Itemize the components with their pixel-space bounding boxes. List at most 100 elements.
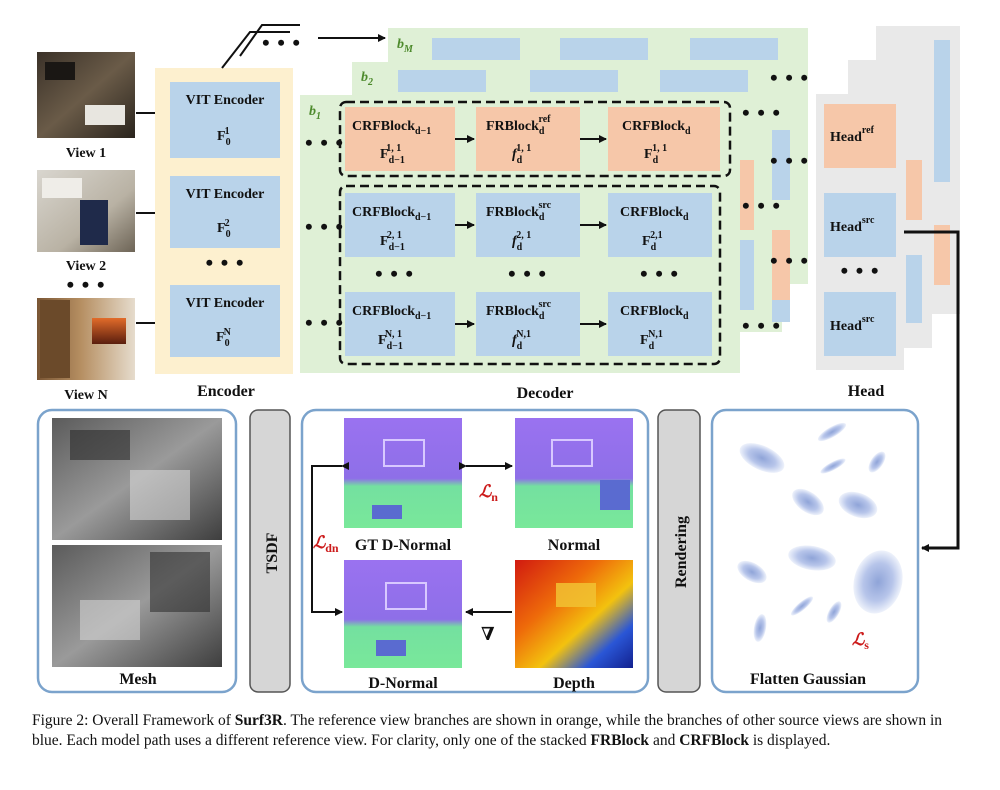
svg-text:Headsrc: Headsrc (830, 215, 875, 235)
view-1-photo-detail (85, 105, 125, 125)
svg-text:• • •: • • • (770, 148, 809, 173)
nabla-symbol: ∇ (481, 624, 495, 644)
svg-text:• • •: • • • (305, 214, 344, 239)
svg-text:VIT Encoder: VIT Encoder (186, 296, 265, 311)
svg-text:CRFBlockd: CRFBlockd (620, 304, 689, 322)
svg-text:VIT Encoder: VIT Encoder (186, 93, 265, 108)
view-1-label: View 1 (66, 146, 106, 161)
encoder-branch-arrows: • • • (221, 24, 386, 69)
view-n-label: View N (64, 388, 107, 403)
caption-text: . The reference view branches are shown … (32, 712, 943, 749)
svg-text:CRFBlockd−1: CRFBlockd−1 (352, 119, 431, 137)
normals-panel: GT D-Normal Normal D-Normal Depth ℒn ℒdn… (300, 408, 650, 694)
svg-text:• • •: • • • (742, 100, 781, 125)
views-ellipsis: • • • (66, 272, 105, 297)
dnormal-image: D-Normal (344, 560, 462, 692)
source-branch-group (338, 184, 722, 366)
caption-bold-frblock: FRBlock (590, 732, 650, 749)
svg-text:D-Normal: D-Normal (368, 675, 438, 692)
figure-caption: Figure 2: Overall Framework of Surf3R. T… (32, 711, 970, 751)
svg-text:Rendering: Rendering (673, 516, 690, 588)
crfblock-prev-src-2: CRFBlockd−1 Fd−12, 1 (345, 193, 455, 257)
flatten-gaussian-panel: ℒs Flatten Gaussian (710, 408, 920, 694)
view-2-photo-detail (42, 178, 82, 198)
svg-text:• • •: • • • (262, 30, 301, 55)
view-1-photo-detail (45, 62, 75, 80)
frblock-src-n: FRBlockdsrc fdN,1 (476, 292, 580, 356)
svg-text:Fd1, 1: Fd1, 1 (644, 143, 667, 166)
encoder-feature-1: F01 (217, 126, 231, 148)
svg-text:CRFBlockd: CRFBlockd (622, 119, 691, 137)
svg-text:• • •: • • • (375, 261, 414, 286)
crfblock-src-2: CRFBlockd Fd2,1 (608, 193, 712, 257)
encoder-feature-n: F0N (216, 327, 232, 349)
caption-text: is displayed. (748, 732, 831, 749)
input-view-2: View 2 (37, 170, 135, 274)
svg-text:• • •: • • • (508, 261, 547, 286)
vit-encoder-block-n: VIT Encoder F0N (170, 285, 280, 357)
loss-dn: ℒdn (313, 533, 339, 555)
flatten-gaussian-label: Flatten Gaussian (750, 671, 866, 688)
decoder-label: Decoder (517, 385, 574, 402)
svg-text:Normal: Normal (548, 537, 601, 554)
loss-s: ℒs (852, 630, 869, 652)
svg-text:Fd2,1: Fd2,1 (642, 230, 663, 253)
encoder-feature-2: F02 (217, 218, 231, 240)
svg-text:fdN,1: fdN,1 (512, 329, 531, 352)
svg-text:FRBlockdref: FRBlockdref (486, 114, 551, 137)
encoder-ellipsis: • • • (205, 250, 244, 275)
svg-text:TSDF: TSDF (264, 532, 281, 573)
rendering-bar: Rendering (657, 409, 701, 693)
svg-text:b2: b2 (361, 70, 373, 88)
svg-text:bM: bM (397, 37, 414, 55)
view-2-photo-detail (80, 200, 108, 245)
svg-text:Headsrc: Headsrc (830, 314, 875, 334)
svg-text:VIT Encoder: VIT Encoder (186, 187, 265, 202)
caption-text: Figure 2: Overall Framework of (32, 712, 235, 729)
input-view-n: View N (37, 298, 135, 403)
loss-n: ℒn (479, 482, 498, 504)
svg-text:CRFBlockd−1: CRFBlockd−1 (352, 205, 431, 223)
gt-dnormal-image: GT D-Normal (344, 418, 462, 554)
mesh-label: Mesh (119, 671, 156, 688)
input-view-1: View 1 (37, 52, 135, 161)
svg-text:• • •: • • • (742, 193, 781, 218)
crfblock-prev-ref: CRFBlockd−1 Fd−11, 1 (345, 107, 455, 171)
svg-text:b1: b1 (309, 104, 321, 122)
normal-image: Normal (515, 418, 633, 554)
svg-text:fd1, 1: fd1, 1 (512, 143, 531, 166)
crfblock-src-n: CRFBlockd FdN,1 (608, 292, 712, 356)
vit-encoder-block-2: VIT Encoder F02 (170, 176, 280, 248)
svg-text:• • •: • • • (305, 310, 344, 335)
mesh-panel: Mesh (36, 408, 238, 694)
svg-text:Headref: Headref (830, 125, 875, 145)
encoder-label: Encoder (197, 383, 255, 400)
head-to-gaussian-arrow (904, 230, 960, 552)
svg-text:• • •: • • • (840, 258, 879, 283)
crfblock-prev-src-n: CRFBlockd−1 Fd−1N, 1 (345, 292, 455, 356)
view-n-photo-detail (40, 300, 70, 378)
depth-image: Depth (515, 560, 633, 692)
head-src-block: Headsrc (824, 193, 896, 257)
svg-text:fd2, 1: fd2, 1 (512, 230, 531, 253)
svg-text:FdN,1: FdN,1 (640, 329, 663, 352)
view-2-label: View 2 (66, 259, 106, 274)
framework-diagram: View 1 View 2 • • • View N VIT Encoder F… (36, 24, 960, 694)
svg-text:CRFBlockd: CRFBlockd (620, 205, 689, 223)
svg-text:FRBlockdsrc: FRBlockdsrc (486, 299, 552, 322)
svg-text:Fd−11, 1: Fd−11, 1 (380, 143, 405, 166)
head-src-block-n: Headsrc (824, 292, 896, 356)
svg-text:• • •: • • • (770, 65, 809, 90)
stack-edge-slivers: • • • • • • • • • • • • • • • • • • (736, 65, 809, 338)
view-n-photo-detail (92, 318, 126, 344)
svg-text:FRBlockdsrc: FRBlockdsrc (486, 200, 552, 223)
encoder-section: VIT Encoder F01 VIT Encoder F02 • • • VI… (155, 68, 293, 400)
decoder-stack-b1: b1 • • • • • • • • • CRFBlockd−1 Fd−11, … (300, 95, 740, 402)
svg-text:CRFBlockd−1: CRFBlockd−1 (352, 304, 431, 322)
crfblock-ref: CRFBlockd Fd1, 1 (608, 107, 720, 171)
svg-text:• • •: • • • (742, 313, 781, 338)
svg-text:• • •: • • • (770, 248, 809, 273)
gaussian-ellipses (737, 422, 903, 642)
tsdf-bar: TSDF (249, 409, 291, 693)
caption-bold-crfblock: CRFBlock (679, 732, 749, 749)
